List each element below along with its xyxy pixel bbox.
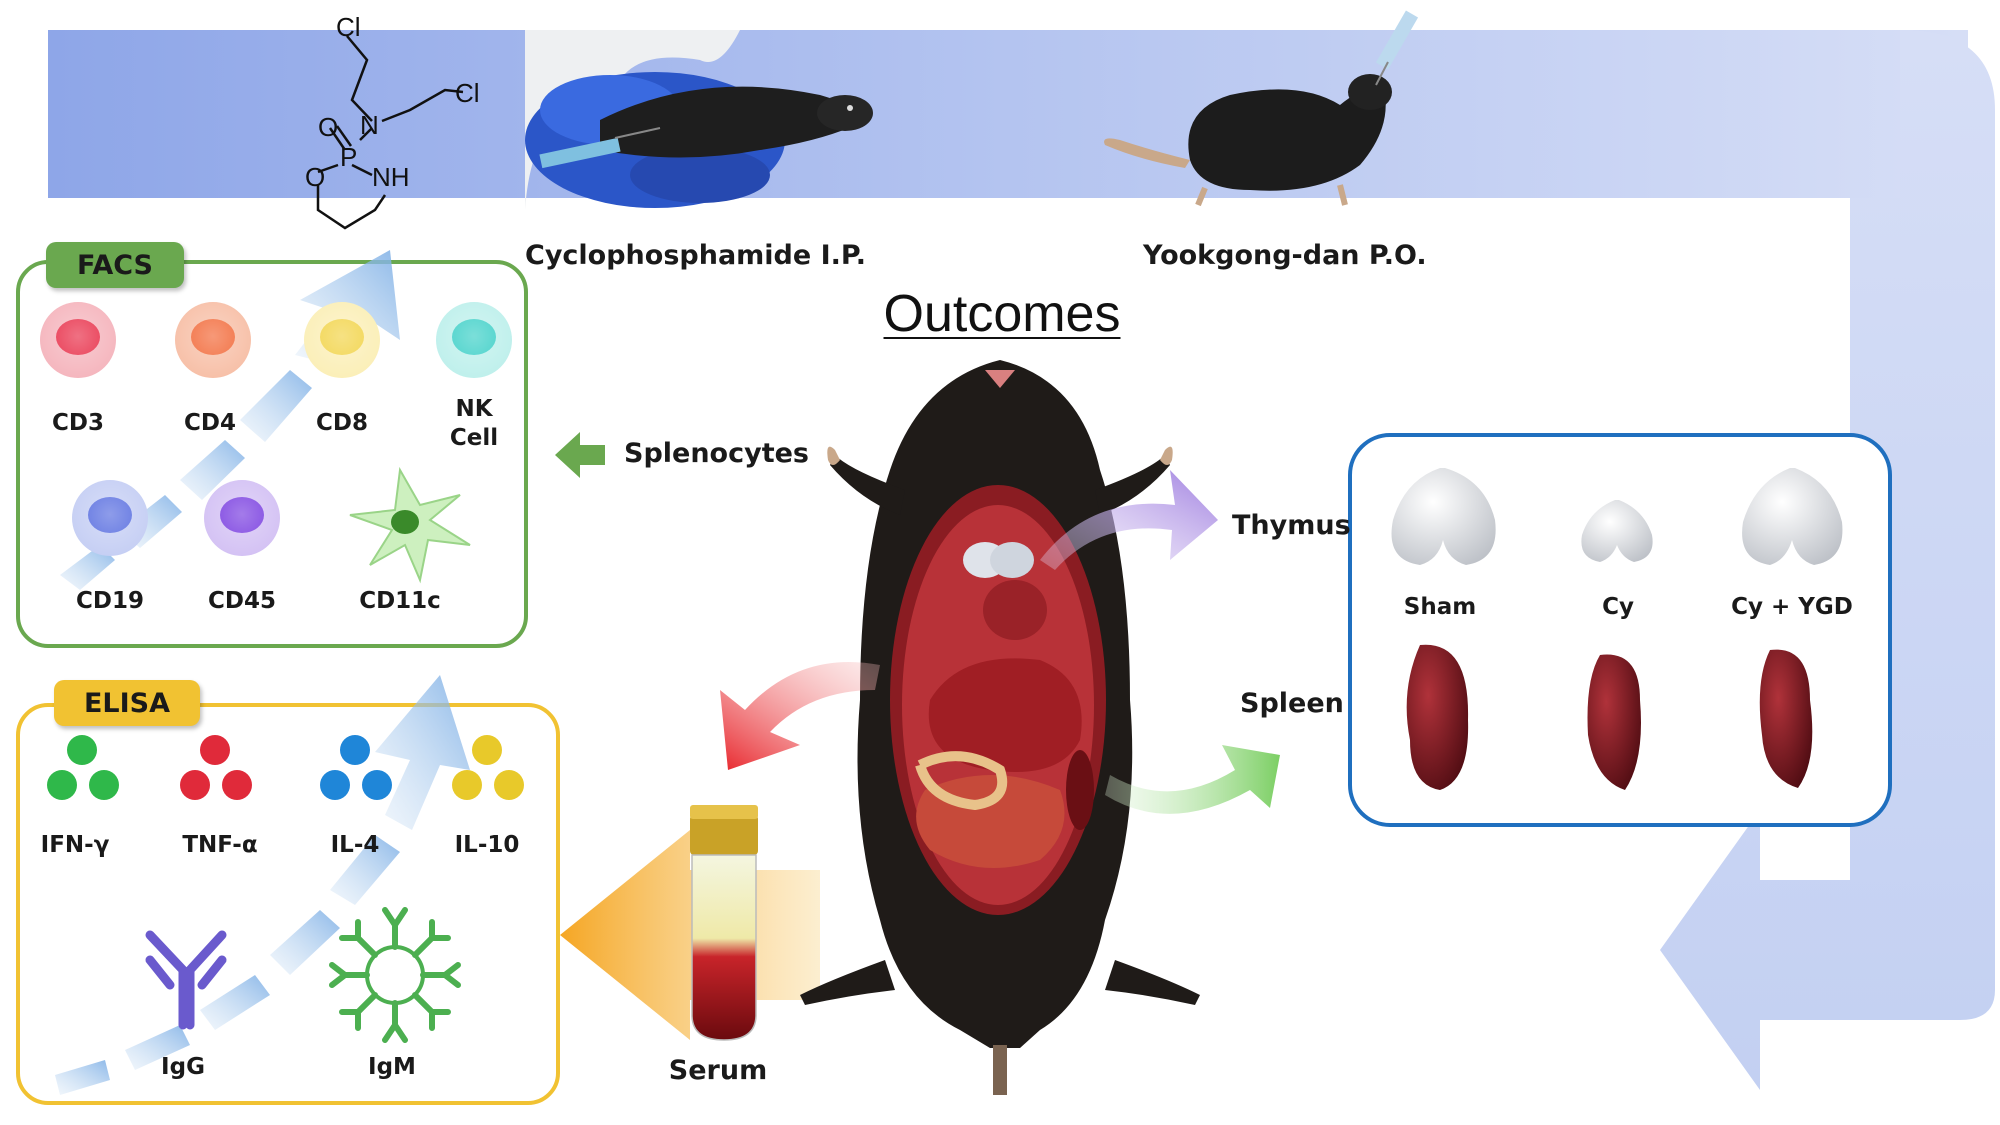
- blood-arrow: [720, 662, 880, 770]
- spleen-samples: [1406, 644, 1813, 790]
- cd11c-label: CD11c: [359, 588, 441, 614]
- cd3-label: CD3: [52, 410, 104, 436]
- cd19-label: CD19: [76, 588, 144, 614]
- spleen-cy-ygd: [1759, 649, 1813, 788]
- nk-cell-label: Cell: [449, 425, 499, 451]
- ifn-gamma-label: IFN-γ: [40, 832, 110, 858]
- chem-o-double: O: [318, 112, 339, 142]
- group-sham-label: Sham: [1403, 594, 1477, 620]
- cd45-label: CD45: [208, 588, 276, 614]
- facs-cells: [40, 302, 512, 584]
- injection-illustration: [525, 30, 873, 210]
- nk-label: NK: [455, 396, 493, 422]
- facs-panel: [16, 260, 528, 648]
- cyclophosphamide-label: Cyclophosphamide I.P.: [525, 240, 866, 271]
- oral-gavage-illustration: [1104, 10, 1419, 207]
- cyclophosphamide-structure: [316, 35, 464, 230]
- igg-antibody: [145, 930, 227, 1030]
- cd8-label: CD8: [316, 410, 368, 436]
- elisa-tag: ELISA: [54, 680, 200, 726]
- cd19-cell: [72, 480, 148, 556]
- chem-o-ring: O: [305, 162, 326, 192]
- il-10-label: IL-10: [454, 832, 520, 858]
- chem-p: P: [340, 142, 358, 172]
- il-10-cluster: [452, 735, 524, 800]
- thymus-arrow: [1040, 470, 1218, 570]
- igm-antibody: [329, 907, 461, 1043]
- elisa-flow-arrow: [55, 675, 470, 1095]
- spleen-cy: [1587, 654, 1641, 790]
- thymus-sham: [1391, 468, 1496, 565]
- il-4-label: IL-4: [330, 832, 380, 858]
- thymus-cy: [1581, 500, 1653, 562]
- thymus-cy-ygd: [1742, 468, 1843, 565]
- il-4-cluster: [320, 735, 392, 800]
- yookgong-label: Yookgong-dan P.O.: [1143, 240, 1427, 271]
- splenocytes-arrow: [555, 432, 605, 478]
- timeline-band: [48, 30, 1968, 198]
- igg-label: IgG: [161, 1054, 205, 1080]
- spleen-label: Spleen: [1240, 688, 1344, 719]
- cytokine-clusters: [47, 735, 524, 800]
- spleen-sham: [1406, 644, 1469, 790]
- serum-tube: [690, 805, 758, 1041]
- serum-to-elisa-arrow: [560, 830, 820, 1040]
- chem-n: N: [360, 110, 379, 140]
- thymus-label: Thymus: [1232, 510, 1351, 541]
- dissected-mouse: [800, 360, 1200, 1095]
- cd11c-cell: [349, 466, 471, 584]
- group-cy-label: Cy: [1602, 594, 1634, 620]
- ifn-gamma-cluster: [47, 735, 119, 800]
- tnf-alpha-cluster: [180, 735, 252, 800]
- spleen-arrow: [1105, 745, 1280, 814]
- chem-cl-right: Cl: [455, 78, 480, 108]
- chem-cl-top: Cl: [336, 12, 361, 42]
- facs-tag: FACS: [46, 242, 184, 288]
- igm-label: IgM: [368, 1054, 416, 1080]
- chem-nh: NH: [372, 162, 410, 192]
- return-loop-arrow: [1660, 30, 1995, 1090]
- cd45-cell: [204, 480, 280, 556]
- tnf-alpha-label: TNF-α: [182, 832, 258, 858]
- splenocytes-label: Splenocytes: [624, 438, 810, 469]
- nk-cell: [436, 302, 512, 378]
- cd4-cell: [175, 302, 251, 378]
- cd3-cell: [40, 302, 116, 378]
- elisa-panel: [16, 703, 560, 1105]
- serum-label: Serum: [668, 1055, 768, 1086]
- group-cy-ygd-label: Cy + YGD: [1731, 594, 1853, 620]
- outcomes-title: Outcomes: [883, 285, 1121, 343]
- cd4-label: CD4: [184, 410, 236, 436]
- thymus-samples: [1391, 468, 1843, 565]
- cd8-cell: [304, 302, 380, 378]
